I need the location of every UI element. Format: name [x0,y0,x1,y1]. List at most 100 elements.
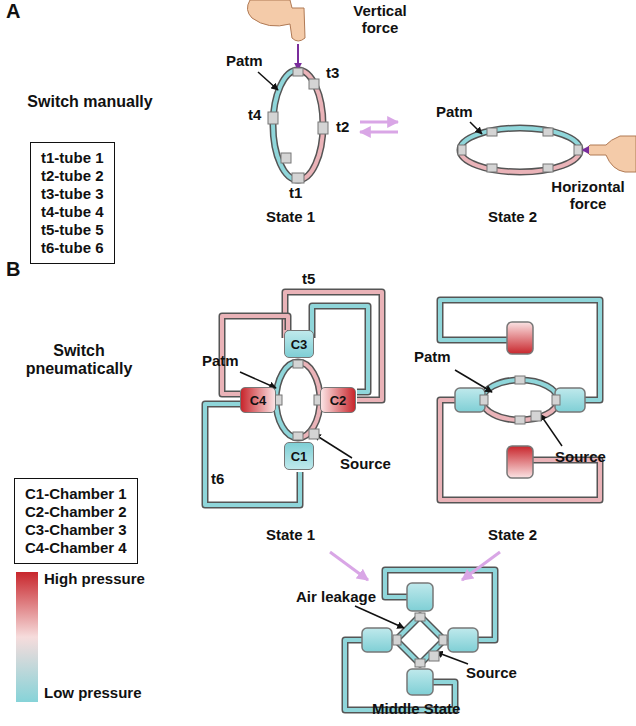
chamber: C2 [320,387,356,413]
part-label: t4 [248,106,261,123]
text-label: Switch manually [22,93,158,111]
force-arrow [582,149,586,151]
text-label: Horizontal force [544,178,632,213]
connector-fitting [292,173,304,183]
chamber [362,583,478,695]
switch-arrow [360,131,398,134]
connector-fitting [543,128,553,136]
hand [247,0,636,172]
node-text: C1 [291,449,308,464]
node-text: C3 [291,337,308,352]
switch-arrow [360,121,398,124]
tube [440,300,600,400]
connector-fitting [480,395,488,405]
tube [396,616,444,664]
tube [345,640,455,710]
connector-fitting [439,635,447,645]
text-label: State 2 [488,208,537,225]
legend-text: Low pressure [44,684,142,701]
text-label: Source [466,664,517,681]
switch-arrow [330,552,368,580]
legend-box: C1-Chamber 1C2-Chamber 2C3-Chamber 3C4-C… [14,478,138,564]
tube [440,300,600,400]
part-label: t2 [336,118,349,135]
tube [460,150,580,172]
tube [273,70,298,180]
connector-fitting [309,429,319,439]
color-swatch [16,572,38,637]
connector-fitting [552,395,560,405]
connector-fitting [429,651,439,661]
text-label: Vertical force [334,2,426,37]
tube [460,128,580,150]
text-label: Patm [414,348,451,365]
connector-fitting [487,128,497,136]
tube [285,292,382,400]
connector-fitting [515,416,525,424]
color-swatch [16,637,38,702]
text-label: State 2 [488,526,537,543]
connector-fitting [268,112,278,124]
connector-fitting [415,659,425,667]
connector-fitting [281,153,291,163]
part-label: t5 [302,270,315,287]
force-arrow [297,44,299,70]
text-label: Air leakage [296,588,376,605]
node-text: C4 [250,393,267,408]
tube [345,640,455,710]
node-text: t2-tube 2 [41,167,104,185]
legend-text: High pressure [44,570,145,587]
connector-fitting [543,164,553,172]
tube [460,128,580,150]
chamber: C3 [284,330,314,358]
chamber: C4 [240,387,276,413]
text-label: State 1 [266,526,315,543]
connector-fitting [293,68,303,76]
tube [385,570,495,640]
part-label: t1 [289,184,302,201]
connector-fitting [293,360,303,368]
connector-fitting [393,635,401,645]
part-label: t3 [326,64,339,81]
legend-box: t1-tube 1t2-tube 2t3-tube 3t4-tube 4t5-t… [30,142,115,264]
connector-fitting [487,164,497,172]
node-text: C3-Chamber 3 [25,521,127,539]
leader-arrow [240,72,562,664]
chamber: C1 [284,442,314,470]
text-label: Patm [436,103,473,120]
text-label: Source [555,448,606,465]
node-text: t6-tube 6 [41,239,104,257]
text-label: Patm [202,352,239,369]
tube [312,306,368,392]
node-text: C2 [330,393,347,408]
text-label: Middle State [372,700,460,717]
node-text: t4-tube 4 [41,203,104,221]
tube [385,570,495,640]
connector-fitting [318,122,328,134]
text-label: Source [340,455,391,472]
connector-fitting [515,376,525,384]
text-label: State 1 [266,208,315,225]
part-label: A [6,0,20,23]
tube [396,616,444,664]
tube [273,70,298,180]
connector-fitting [293,432,303,440]
node-text: t3-tube 3 [41,185,104,203]
tube [312,306,368,392]
connector-fitting [415,613,425,621]
text-label: Patm [226,52,263,69]
connector-fitting [458,145,466,155]
connector-fitting [531,411,541,421]
node-text: C2-Chamber 2 [25,503,127,521]
switch-arrow [462,552,500,580]
part-label: B [6,258,20,281]
connector-fitting [574,145,582,155]
node-text: C4-Chamber 4 [25,539,127,557]
node-text: t5-tube 5 [41,221,104,239]
tube [285,292,382,400]
tube [460,150,580,172]
text-label: Switch pneumatically [4,342,154,379]
connector-fitting [309,79,319,89]
node-text: t1-tube 1 [41,149,104,167]
part-label: t6 [211,470,224,487]
